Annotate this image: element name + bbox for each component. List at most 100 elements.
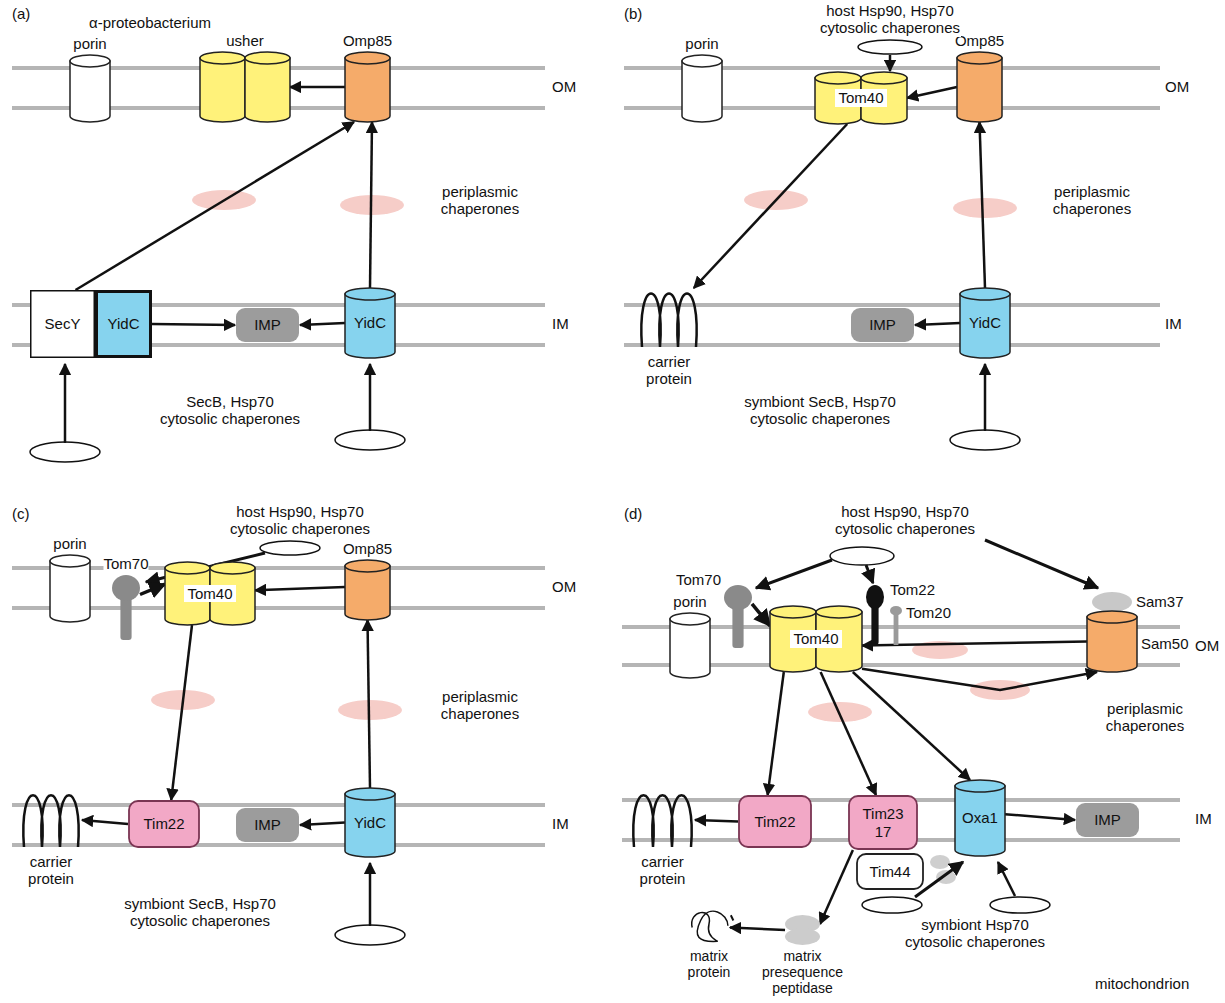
channel-top	[70, 55, 110, 67]
membrane-channel	[70, 55, 110, 122]
transport-arrow	[82, 820, 128, 824]
dimer-channel: Tom40	[770, 606, 862, 672]
node-label: Omp85	[343, 32, 392, 49]
channel-top	[770, 606, 816, 618]
import-arrow	[64, 364, 67, 443]
node-label: porin	[73, 35, 106, 52]
channel-top	[345, 288, 395, 300]
chaperone-label: host Hsp90, Hsp70 cytosolic chaperones	[229, 503, 371, 538]
complex-rect	[739, 796, 811, 847]
chaperone-ellipse	[808, 702, 872, 722]
dimer-channel: Tom40	[815, 72, 907, 124]
transport-arrow	[152, 324, 235, 325]
node-label: porin	[685, 35, 718, 52]
node-label: Tom40	[835, 89, 886, 106]
channel-top	[816, 606, 862, 618]
channel-top	[345, 788, 395, 800]
transport-arrow	[752, 604, 770, 626]
node-label: IMP	[869, 316, 896, 333]
node-label: usher	[226, 32, 264, 49]
membrane-line	[624, 303, 1160, 307]
node-label: Tim44	[869, 863, 910, 880]
node-label: Tom20	[906, 604, 951, 621]
membrane-channel: Omp85	[345, 52, 390, 122]
channel-top	[200, 52, 245, 64]
import-arrow	[985, 540, 1098, 588]
channel-body	[345, 294, 395, 358]
chaperone-label: symbiont SecB, Hsp70 cytosolic chaperone…	[744, 393, 897, 428]
transport-arrow	[140, 584, 165, 594]
membrane-channel	[345, 52, 390, 122]
membrane-line	[12, 803, 545, 807]
node-label: Omp85	[955, 32, 1004, 49]
transport-arrow	[907, 87, 957, 98]
channel-top	[861, 72, 907, 84]
channel-top	[50, 555, 90, 567]
protein-symbol	[688, 910, 730, 945]
node-label: IMP	[254, 816, 281, 833]
membrane-label: IM	[1195, 810, 1212, 827]
transport-arrow	[300, 823, 345, 826]
carrier-symbol: carrier protein	[630, 790, 695, 850]
organism-label: α-proteobacterium	[89, 14, 211, 31]
membrane-label: OM	[552, 578, 576, 595]
chaperone-ellipse	[335, 925, 405, 945]
peptidase-symbol	[785, 915, 820, 945]
protein-rect	[97, 292, 151, 357]
transport-arrow	[171, 625, 192, 800]
complex-rect	[857, 854, 923, 889]
channel-top	[957, 52, 1002, 64]
dimer-channel	[200, 52, 290, 122]
carrier-symbol	[638, 288, 700, 350]
membrane-channel: porin	[50, 555, 90, 622]
complex-box: Tim23 17	[848, 795, 918, 850]
node-label: Tom70	[676, 571, 721, 588]
chaperone-ellipse	[862, 897, 922, 913]
import-arrow	[756, 560, 832, 588]
receptor-head	[112, 575, 140, 601]
channel-top	[815, 72, 861, 84]
transport-arrow	[980, 122, 986, 288]
node-label: Tom70	[103, 555, 148, 572]
chaperone-label: SecB, Hsp70 cytosolic chaperones	[159, 393, 301, 428]
complex-rect	[129, 801, 199, 847]
dimer-channel: Tom40	[165, 562, 255, 625]
import-arrow	[369, 364, 372, 431]
node-label: carrier protein	[639, 853, 686, 888]
transport-arrow	[853, 672, 970, 780]
import-arrow	[998, 862, 1015, 896]
node-label: Tom40	[790, 630, 841, 647]
chaperone-label: host Hsp90, Hsp70 cytosolic chaperones	[819, 2, 961, 37]
protein-coil	[692, 911, 728, 941]
membrane-channel	[1087, 611, 1137, 672]
chaperone-label: symbiont Hsp70 cytosolic chaperones	[904, 916, 1046, 951]
transport-arrow	[862, 669, 1097, 690]
node-label: Tim22	[143, 815, 184, 832]
membrane-channel: YidC	[960, 288, 1010, 358]
complex-rect	[851, 308, 914, 342]
chaperone-label: host Hsp90, Hsp70 cytosolic chaperones	[834, 503, 976, 538]
channel-top	[345, 560, 390, 572]
node-label: YidC	[969, 314, 1001, 331]
node-label: matrix presequence peptidase	[762, 948, 844, 996]
carrier-symbol: carrier protein	[20, 790, 82, 850]
dimer-channel: usher	[200, 52, 290, 122]
complex-box: Tim22	[128, 800, 200, 848]
chaperone-ellipse	[335, 430, 405, 450]
transport-arrow	[820, 850, 853, 924]
channel-top	[682, 55, 722, 67]
chaperone-ellipse	[953, 198, 1017, 218]
channel-body	[670, 619, 710, 678]
transport-arrow	[255, 587, 345, 590]
complex-rect	[1076, 803, 1139, 837]
receptor-symbol: Tom70	[112, 575, 140, 640]
chaperone-label: periplasmic chaperones	[440, 688, 520, 723]
panel-letter: (a)	[12, 5, 30, 22]
channel-body	[200, 58, 245, 122]
membrane-channel	[957, 52, 1002, 122]
channel-top	[670, 613, 710, 625]
complex-box: IMP	[235, 807, 300, 843]
node-label: Sam50	[1141, 635, 1189, 652]
node-label: SecY	[45, 315, 81, 332]
